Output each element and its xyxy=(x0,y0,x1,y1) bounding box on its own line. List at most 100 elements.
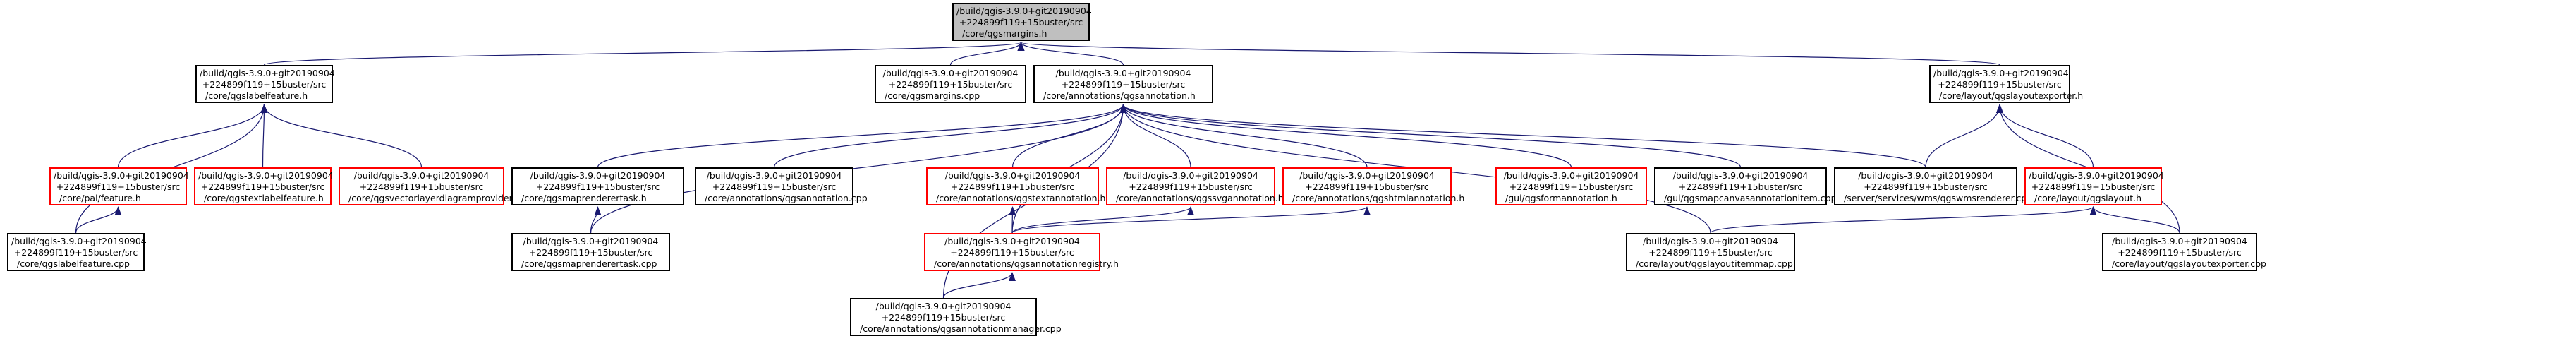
node-palfeat[interactable]: /build/qgis-3.9.0+git20190904+224899f119… xyxy=(49,167,189,205)
edge-htmlann-to-annot xyxy=(1119,104,1368,168)
node-label-line: +224899f119+15buster/src xyxy=(56,181,181,192)
node-label-line: +224899f119+15buster/src xyxy=(359,181,484,192)
edge-annreg-to-txtann xyxy=(1009,206,1016,234)
node-label-line: /build/qgis-3.9.0+git20190904 xyxy=(944,170,1081,181)
node-mrtcpp[interactable]: /build/qgis-3.9.0+git20190904+224899f119… xyxy=(511,233,670,271)
edge-svgann-to-annot xyxy=(1119,104,1191,168)
node-label-line: /build/qgis-3.9.0+git20190904 xyxy=(706,170,842,181)
node-label-line: /core/annotations/qgsannotationregistry.… xyxy=(934,258,1119,269)
node-label-line: +224899f119+15buster/src xyxy=(200,181,325,192)
node-label-line: /core/qgsmaprenderertask.cpp xyxy=(521,258,657,269)
node-label-line: /core/annotations/qgstextannotation.h xyxy=(936,193,1106,203)
node-label-line: /gui/qgsformannotation.h xyxy=(1505,193,1617,203)
node-label-line: /build/qgis-3.9.0+git20190904 xyxy=(2112,236,2247,246)
node-label-line: /build/qgis-3.9.0+git20190904 xyxy=(1643,236,1778,246)
edge-palfeat-to-lblfeat xyxy=(117,104,268,168)
node-label-line: +224899f119+15buster/src xyxy=(712,181,837,192)
node-htmlann[interactable]: /build/qgis-3.9.0+git20190904+224899f119… xyxy=(1282,167,1465,205)
node-label-line: +224899f119+15buster/src xyxy=(881,312,1006,323)
node-label-line: +224899f119+15buster/src xyxy=(950,247,1074,258)
node-lexcpp[interactable]: /build/qgis-3.9.0+git20190904+224899f119… xyxy=(2102,233,2266,271)
node-label-line: /core/qgsmaprenderertask.h xyxy=(521,193,647,203)
node-label-line: /build/qgis-3.9.0+git20190904 xyxy=(523,236,659,246)
node-label-line: /core/annotations/qgsannotation.cpp xyxy=(705,193,868,203)
node-label-line: /core/annotations/qgsannotation.h xyxy=(1043,90,1196,101)
node-wmsrend[interactable]: /build/qgis-3.9.0+git20190904+224899f119… xyxy=(1834,167,2033,205)
node-vecdiag[interactable]: /build/qgis-3.9.0+git20190904+224899f119… xyxy=(339,167,521,205)
node-label-line: +224899f119+15buster/src xyxy=(2118,247,2242,258)
node-lblcpp[interactable]: /build/qgis-3.9.0+git20190904+224899f119… xyxy=(7,233,147,271)
node-label-line: /build/qgis-3.9.0+git20190904 xyxy=(882,68,1019,78)
edge-annocpp-to-annot xyxy=(773,104,1127,168)
node-label-line: /core/layout/qgslayoutitemmap.cpp xyxy=(1636,258,1793,269)
edge-lblcpp-to-palfeat xyxy=(75,206,122,234)
node-label-line: +224899f119+15buster/src xyxy=(2031,181,2156,192)
node-label-line: /core/qgstextlabelfeature.h xyxy=(204,193,324,203)
node-label-line: /core/qgsvectorlayerdiagramprovider.h xyxy=(348,193,521,203)
node-label-line: /build/qgis-3.9.0+git20190904 xyxy=(1858,170,1993,181)
node-label-line: /build/qgis-3.9.0+git20190904 xyxy=(1055,68,1191,78)
node-annocpp[interactable]: /build/qgis-3.9.0+git20190904+224899f119… xyxy=(695,167,868,205)
node-label-line: +224899f119+15buster/src xyxy=(202,79,327,90)
node-label-line: /core/annotations/qgssvgannotation.h xyxy=(1116,193,1284,203)
edge-lblfeat-to-root xyxy=(263,42,1024,66)
node-label-line: +224899f119+15buster/src xyxy=(1938,79,2062,90)
node-label-line: +224899f119+15buster/src xyxy=(1061,79,1186,90)
node-txtann[interactable]: /build/qgis-3.9.0+git20190904+224899f119… xyxy=(926,167,1106,205)
node-annot[interactable]: /build/qgis-3.9.0+git20190904+224899f119… xyxy=(1033,65,1213,103)
node-label-line: +224899f119+15buster/src xyxy=(1129,181,1253,192)
node-label-line: /core/layout/qgslayout.h xyxy=(2034,193,2141,203)
node-svgann[interactable]: /build/qgis-3.9.0+git20190904+224899f119… xyxy=(1106,167,1284,205)
edge-mrtcpp-to-annot xyxy=(590,104,1127,234)
node-lblfeat[interactable]: /build/qgis-3.9.0+git20190904+224899f119… xyxy=(195,65,335,103)
edge-mcitem-to-annot xyxy=(1119,104,1742,168)
node-label-line: /core/annotations/qgshtmlannotation.h xyxy=(1292,193,1465,203)
node-label-line: /build/qgis-3.9.0+git20190904 xyxy=(1933,68,2069,78)
edge-annot-to-root xyxy=(1017,42,1124,66)
node-label-line: /core/qgslabelfeature.cpp xyxy=(17,258,130,269)
node-mrtask[interactable]: /build/qgis-3.9.0+git20190904+224899f119… xyxy=(511,167,684,205)
node-label-line: /build/qgis-3.9.0+git20190904 xyxy=(11,236,147,246)
node-label-line: /build/qgis-3.9.0+git20190904 xyxy=(956,6,1092,16)
edge-layouth-to-layexp xyxy=(1996,104,2094,168)
node-label-line: /build/qgis-3.9.0+git20190904 xyxy=(1672,170,1809,181)
node-label-line: /build/qgis-3.9.0+git20190904 xyxy=(198,170,334,181)
edge-wmsrend-to-layexp xyxy=(1925,104,2003,168)
edge-lexcpp-to-layouth xyxy=(2089,206,2180,234)
node-root: /build/qgis-3.9.0+git20190904+224899f119… xyxy=(952,3,1092,41)
node-annreg[interactable]: /build/qgis-3.9.0+git20190904+224899f119… xyxy=(924,233,1119,271)
node-annmgr[interactable]: /build/qgis-3.9.0+git20190904+224899f119… xyxy=(850,298,1062,336)
node-label-line: /core/pal/feature.h xyxy=(59,193,141,203)
node-label-line: /build/qgis-3.9.0+git20190904 xyxy=(54,170,189,181)
node-label-line: /build/qgis-3.9.0+git20190904 xyxy=(353,170,490,181)
node-label-line: +224899f119+15buster/src xyxy=(1509,181,1634,192)
node-label-line: +224899f119+15buster/src xyxy=(1864,181,1988,192)
node-txtfeat[interactable]: /build/qgis-3.9.0+git20190904+224899f119… xyxy=(194,167,334,205)
edge-annreg-to-htmlann xyxy=(1011,206,1371,234)
node-label-line: /core/qgsmargins.cpp xyxy=(885,90,980,101)
node-label-line: +224899f119+15buster/src xyxy=(535,181,660,192)
node-label-line: /build/qgis-3.9.0+git20190904 xyxy=(200,68,335,78)
edge-layexp-to-root xyxy=(1018,42,2000,66)
node-label-line: /build/qgis-3.9.0+git20190904 xyxy=(1503,170,1639,181)
edge-formann-to-annot xyxy=(1119,104,1572,168)
edge-annreg-to-svgann xyxy=(1011,206,1194,234)
node-layexp[interactable]: /build/qgis-3.9.0+git20190904+224899f119… xyxy=(1929,65,2083,103)
node-label-line: /core/qgslabelfeature.h xyxy=(205,90,308,101)
node-label-line: /core/qgsmargins.h xyxy=(962,28,1047,39)
node-label-line: +224899f119+15buster/src xyxy=(959,17,1083,28)
node-label-line: +224899f119+15buster/src xyxy=(1648,247,1773,258)
node-label-line: /server/services/wms/qgswmsrenderer.cpp xyxy=(1844,193,2033,203)
node-mcitem[interactable]: /build/qgis-3.9.0+git20190904+224899f119… xyxy=(1654,167,1837,205)
node-label-line: /build/qgis-3.9.0+git20190904 xyxy=(944,236,1080,246)
node-mcpp[interactable]: /build/qgis-3.9.0+git20190904+224899f119… xyxy=(875,65,1026,103)
edge-annmgr-to-annreg xyxy=(942,272,1016,299)
node-formann[interactable]: /build/qgis-3.9.0+git20190904+224899f119… xyxy=(1495,167,1647,205)
node-limcpp[interactable]: /build/qgis-3.9.0+git20190904+224899f119… xyxy=(1626,233,1795,271)
node-label-line: +224899f119+15buster/src xyxy=(13,247,138,258)
node-label-line: +224899f119+15buster/src xyxy=(1678,181,1803,192)
node-label-line: /build/qgis-3.9.0+git20190904 xyxy=(530,170,666,181)
node-layouth[interactable]: /build/qgis-3.9.0+git20190904+224899f119… xyxy=(2024,167,2164,205)
node-label-line: /build/qgis-3.9.0+git20190904 xyxy=(2029,170,2164,181)
edge-wmsrend-to-annot xyxy=(1119,104,1926,168)
